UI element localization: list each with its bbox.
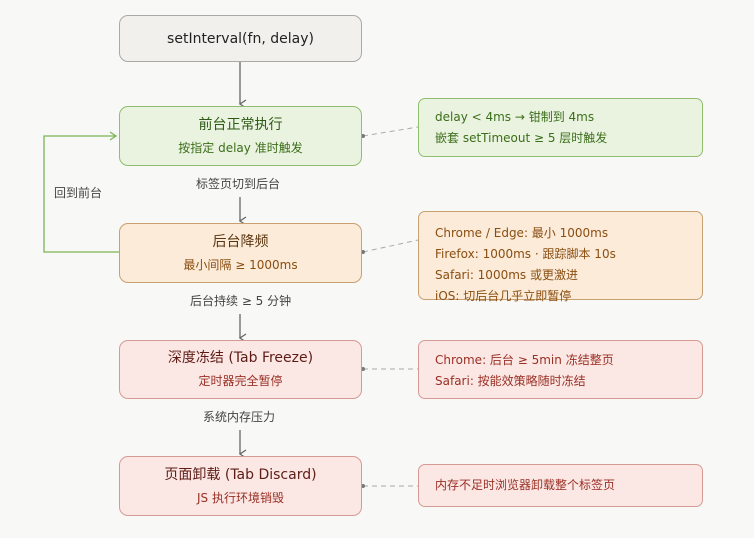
node-title: setInterval(fn, delay) bbox=[167, 30, 314, 47]
node-subtitle: 定时器完全暂停 bbox=[198, 374, 283, 388]
edge-label-to-background: 标签页切到后台 bbox=[196, 177, 281, 191]
note-line: delay < 4ms → 钳制到 4ms bbox=[435, 110, 595, 124]
note-line: Firefox: 1000ms · 跟踪脚本 10s bbox=[435, 247, 616, 261]
note-foreground: delay < 4ms → 钳制到 4ms 嵌套 setTimeout ≥ 5 … bbox=[418, 98, 703, 157]
note-line: iOS: 切后台几乎立即暂停 bbox=[435, 289, 572, 303]
edge-label-back-to-foreground: 回到前台 bbox=[54, 186, 103, 200]
node-foreground: 前台正常执行 按指定 delay 准时触发 bbox=[119, 106, 362, 166]
node-title: 后台降频 bbox=[212, 233, 269, 250]
note-line: Safari: 1000ms 或更激进 bbox=[435, 268, 578, 282]
note-line: 嵌套 setTimeout ≥ 5 层时触发 bbox=[435, 131, 608, 145]
note-freeze: Chrome: 后台 ≥ 5min 冻结整页 Safari: 按能效策略随时冻结 bbox=[418, 340, 703, 399]
note-line: Safari: 按能效策略随时冻结 bbox=[435, 374, 586, 388]
node-subtitle: 最小间隔 ≥ 1000ms bbox=[183, 257, 298, 272]
node-freeze: 深度冻结 (Tab Freeze) 定时器完全暂停 bbox=[119, 340, 362, 399]
node-title: 深度冻结 (Tab Freeze) bbox=[167, 350, 314, 366]
edge-label-to-freeze: 后台持续 ≥ 5 分钟 bbox=[190, 294, 292, 308]
arrow-back-to-foreground bbox=[43, 131, 119, 253]
note-discard: 内存不足时浏览器卸载整个标签页 bbox=[418, 464, 703, 507]
node-subtitle: 按指定 delay 准时触发 bbox=[178, 140, 303, 155]
note-line: 内存不足时浏览器卸载整个标签页 bbox=[435, 478, 616, 492]
node-background: 后台降频 最小间隔 ≥ 1000ms bbox=[119, 223, 362, 283]
node-discard: 页面卸载 (Tab Discard) JS 执行环境销毁 bbox=[119, 456, 362, 516]
node-title: 前台正常执行 bbox=[198, 116, 283, 133]
note-line: Chrome / Edge: 最小 1000ms bbox=[435, 226, 609, 240]
note-line: Chrome: 后台 ≥ 5min 冻结整页 bbox=[435, 353, 614, 367]
note-background: Chrome / Edge: 最小 1000ms Firefox: 1000ms… bbox=[418, 211, 703, 303]
node-subtitle: JS 执行环境销毁 bbox=[197, 490, 284, 505]
edge-label-to-discard: 系统内存压力 bbox=[203, 410, 276, 424]
node-setinterval: setInterval(fn, delay) bbox=[119, 15, 362, 62]
node-title: 页面卸载 (Tab Discard) bbox=[164, 466, 317, 483]
